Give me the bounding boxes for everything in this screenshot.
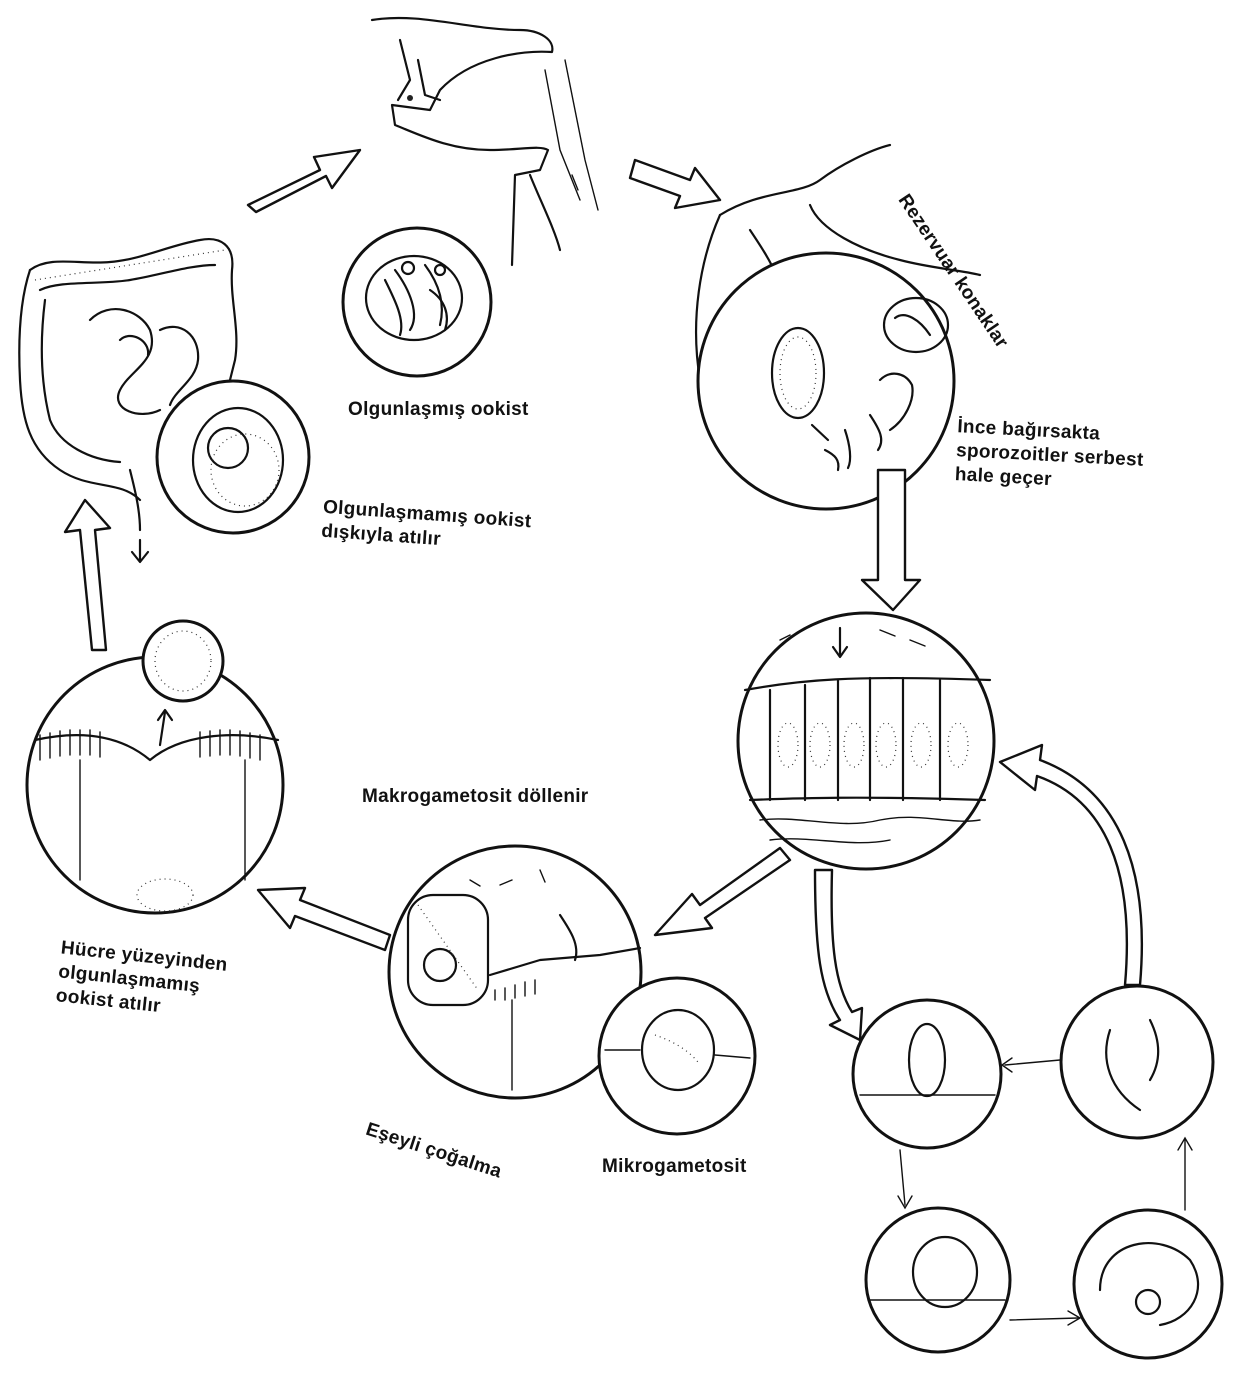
arrow-intestine-to-head [248, 150, 360, 212]
label-macrogametocyte: Makrogametosit döllenir [362, 785, 589, 809]
label-mature-oocyst: Olgunlaşmış ookist [348, 398, 529, 422]
epithelium-illustration [738, 613, 994, 869]
arrow-schizogony-to-epithelium [1000, 745, 1142, 985]
mature-oocyst-illustration [343, 228, 491, 376]
label-microgametocyte: Mikrogametosit [602, 1155, 747, 1179]
immature-oocyst-illustration [157, 381, 309, 533]
reservoir-host-illustration [696, 145, 980, 509]
arrow-epithelium-to-schizogony [815, 870, 862, 1040]
microgametocyte-illustration [599, 978, 755, 1134]
arrow-head-to-reservoir [630, 160, 720, 208]
label-sporozoites: İnce bağırsakta sporozoitler serbest hal… [954, 415, 1145, 496]
arrow-cell-surface-to-intestine [65, 500, 110, 650]
arrow-epithelium-to-gametocyte [655, 848, 790, 935]
schizogony-cycle-illustration [853, 986, 1222, 1358]
cell-surface-illustration [27, 657, 283, 913]
arrow-gametocyte-to-cell-surface [258, 888, 390, 950]
